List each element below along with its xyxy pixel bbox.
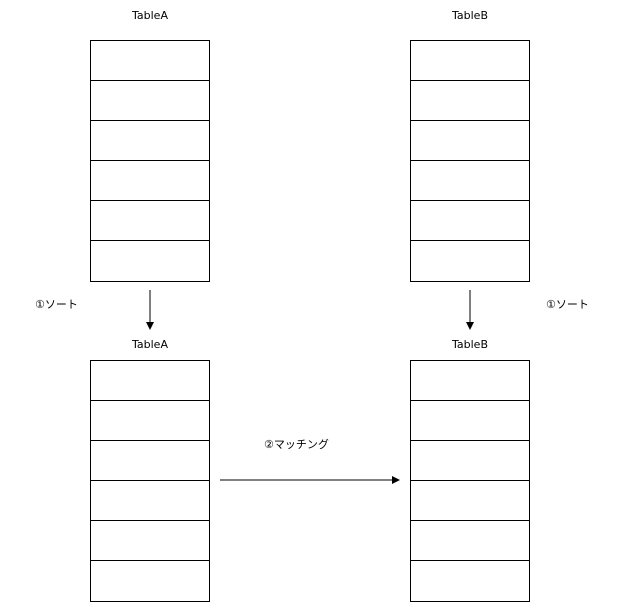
sort-label-right: ①ソート [546,298,589,311]
table-a-bottom [90,360,210,602]
table-row [91,161,209,201]
table-row [411,121,529,161]
table-row [411,441,529,481]
table-row [411,481,529,521]
table-row [91,81,209,121]
table-b-bottom-title: TableB [452,338,488,351]
table-b-top [410,40,530,282]
table-row [91,41,209,81]
sort-label-left: ①ソート [35,298,78,311]
table-b-top-title: TableB [452,9,488,22]
table-a-top [90,40,210,282]
table-row [411,361,529,401]
table-row [411,41,529,81]
table-row [91,361,209,401]
table-row [91,521,209,561]
table-row [411,81,529,121]
table-row [91,441,209,481]
table-row [91,201,209,241]
table-row [91,401,209,441]
table-b-bottom [410,360,530,602]
table-row [411,521,529,561]
table-a-bottom-title: TableA [132,338,168,351]
matching-label: ②マッチング [264,438,329,451]
table-a-top-title: TableA [132,9,168,22]
table-row [411,401,529,441]
table-row [91,121,209,161]
table-row [91,481,209,521]
table-row [411,201,529,241]
table-row [411,161,529,201]
